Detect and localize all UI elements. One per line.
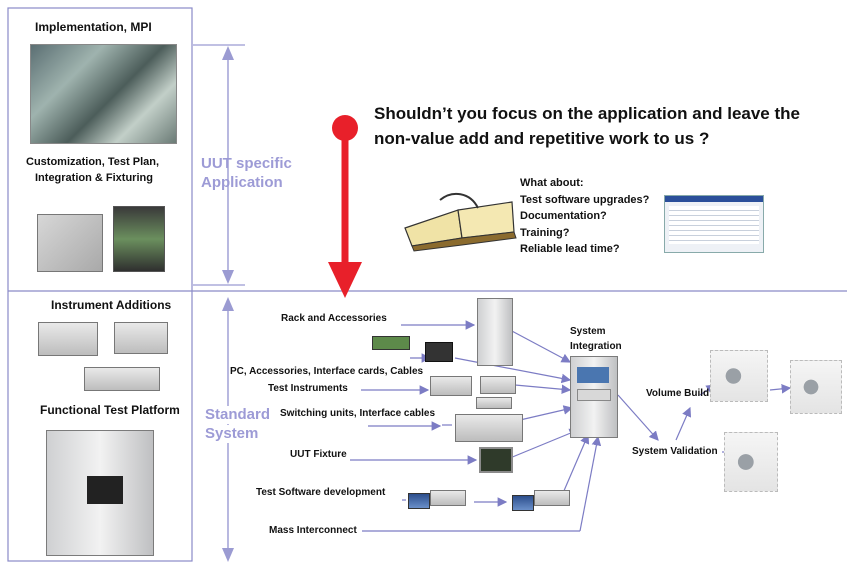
computer-icon-1 xyxy=(408,493,430,509)
instrument-icon-b xyxy=(480,376,516,394)
rack-accessories-icon xyxy=(477,298,513,366)
label-pc: PC, Accessories, Interface cards, Cables xyxy=(230,366,424,377)
switch-unit-icon xyxy=(455,414,523,442)
question-3: Training? xyxy=(520,226,570,239)
uut-label-line2: Application xyxy=(201,174,283,191)
label-system-validation: System Validation xyxy=(632,446,718,457)
software-instrument-2 xyxy=(534,490,570,506)
standard-label-line1: Standard xyxy=(205,406,271,424)
volume-build-station-2 xyxy=(790,360,842,414)
questions-list: What about: Test software upgrades? Docu… xyxy=(520,175,649,258)
question-0: What about: xyxy=(520,177,584,189)
question-1: Test software upgrades? xyxy=(520,193,650,206)
fixture-photo xyxy=(37,214,103,272)
customization-line2: Integration & Fixturing xyxy=(35,172,153,184)
left-panel-border xyxy=(7,7,193,562)
integrated-system-rack xyxy=(570,356,618,438)
pc-icon xyxy=(425,342,453,362)
question-2: Documentation? xyxy=(520,210,607,222)
functional-test-platform-title: Functional Test Platform xyxy=(40,403,180,417)
label-rack: Rack and Accessories xyxy=(281,313,387,324)
label-instruments: Test Instruments xyxy=(268,383,348,394)
uut-label-line1: UUT specific xyxy=(201,155,292,172)
instrument-icon-a xyxy=(430,376,472,396)
computer-icon-2 xyxy=(512,495,534,511)
label-fixture: UUT Fixture xyxy=(290,449,347,460)
label-software: Test Software development xyxy=(256,487,386,498)
question-4: Reliable lead time? xyxy=(520,243,620,255)
label-system-integration-1: System xyxy=(570,326,606,337)
software-instrument-1 xyxy=(430,490,466,506)
label-system-integration-2: Integration xyxy=(570,341,622,352)
headline-line2: non-value add and repetitive work to us … xyxy=(374,129,710,148)
volume-build-station-1 xyxy=(710,350,768,402)
headline-line1: Shouldn’t you focus on the application a… xyxy=(374,104,800,123)
label-volume-build: Volume Build xyxy=(646,388,710,399)
red-arrow-head-dot xyxy=(332,115,358,141)
implementation-title: Implementation, MPI xyxy=(35,20,152,34)
label-interconnect: Mass Interconnect xyxy=(269,525,357,536)
instrument-icon-3 xyxy=(84,367,160,391)
red-arrow-tip xyxy=(328,262,362,298)
board-photo xyxy=(113,206,165,272)
instrument-icon-2 xyxy=(114,322,168,354)
interface-card-icon xyxy=(372,336,410,350)
test-platform-rack xyxy=(46,430,154,556)
instrument-icon-c xyxy=(476,397,512,409)
software-screenshot xyxy=(664,195,764,253)
label-switching: Switching units, Interface cables xyxy=(280,408,436,419)
validation-station xyxy=(724,432,778,492)
rack-panel xyxy=(87,476,123,504)
instrument-additions-title: Instrument Additions xyxy=(51,298,172,312)
factory-photo xyxy=(30,44,177,144)
standard-label-line2: System xyxy=(205,425,259,443)
instrument-icon-1 xyxy=(38,322,98,356)
uut-fixture-icon xyxy=(479,447,513,473)
customization-line1: Customization, Test Plan, xyxy=(26,156,160,168)
book-icon xyxy=(404,192,517,252)
